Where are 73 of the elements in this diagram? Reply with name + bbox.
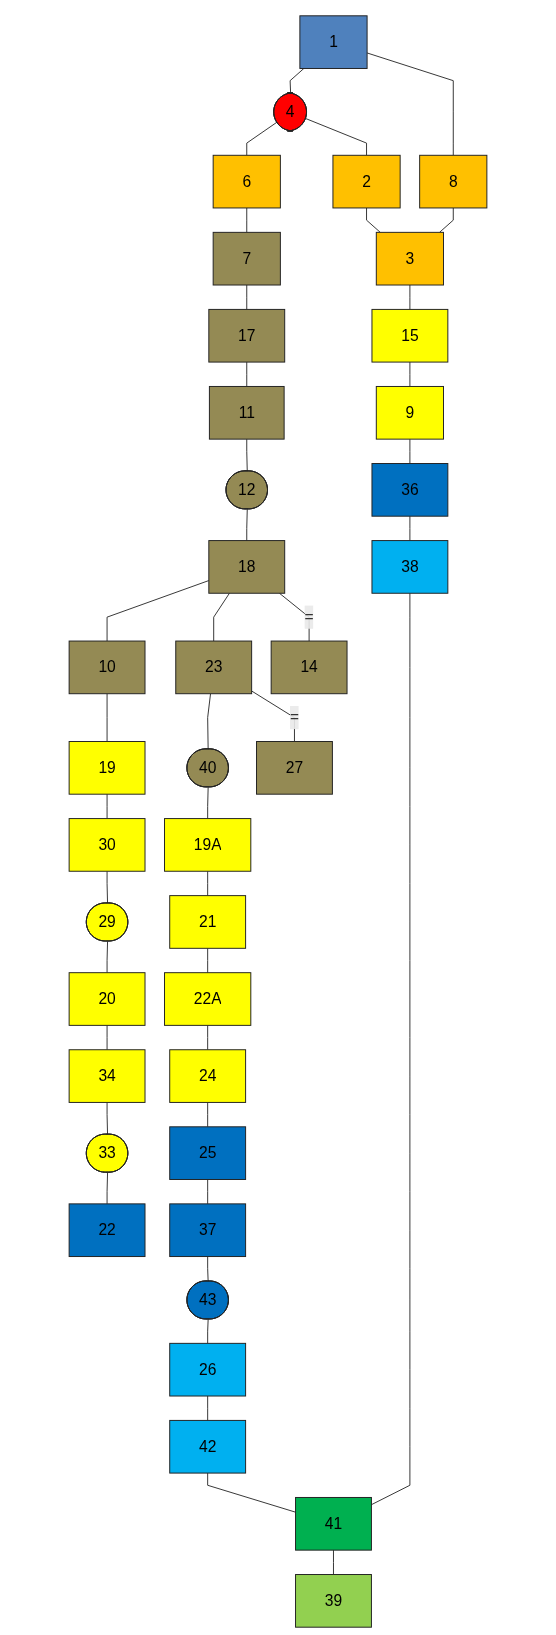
connector (106, 1172, 109, 1205)
connector (409, 515, 411, 542)
connector (106, 1024, 108, 1051)
connector (207, 1472, 297, 1513)
connector (106, 870, 109, 904)
node-box: 6 (212, 154, 281, 209)
node-box: 11 (208, 385, 285, 440)
connector (207, 870, 209, 897)
connector (333, 1549, 334, 1575)
connector (366, 52, 454, 156)
node-box: 10 (68, 640, 146, 695)
connector (106, 793, 108, 820)
edge-label: = (304, 608, 314, 625)
node-box: 22A (164, 972, 252, 1026)
connector (289, 68, 305, 94)
connector (251, 690, 295, 742)
node-box: 19 (68, 741, 146, 795)
connector (409, 361, 411, 387)
node-box: 27 (256, 741, 333, 795)
connector (305, 118, 368, 156)
node-box: 20 (68, 972, 146, 1026)
edge-label: = (289, 708, 300, 726)
connector (207, 1101, 209, 1128)
node-box: 42 (169, 1419, 247, 1474)
node-box: 14 (270, 640, 348, 695)
node-box: 24 (169, 1049, 247, 1103)
connector (439, 207, 454, 233)
connector (278, 592, 310, 642)
connector (246, 438, 248, 472)
connector (246, 284, 248, 310)
node-box: 19A (164, 818, 252, 872)
node-box: 39 (295, 1574, 372, 1628)
node-box: 8 (419, 154, 488, 209)
connector (207, 1318, 209, 1344)
connector (246, 207, 248, 233)
connector (106, 1101, 109, 1136)
node-box: 41 (295, 1497, 372, 1551)
connector (366, 207, 381, 233)
node-box: 17 (208, 308, 286, 363)
node-box: 36 (371, 463, 449, 517)
connector (370, 592, 411, 1506)
connector (106, 580, 210, 642)
node-box: 9 (375, 385, 444, 440)
node-box: 18 (208, 540, 286, 594)
connector (213, 592, 230, 642)
node-box: 38 (371, 540, 449, 594)
node-box: 25 (169, 1126, 247, 1180)
node-box: 1 (299, 15, 368, 69)
node-box: 15 (371, 308, 449, 363)
connector (246, 121, 278, 156)
node-box: 23 (175, 640, 253, 695)
connector (207, 693, 212, 750)
node-box: 22 (68, 1203, 146, 1258)
node-box: 3 (375, 231, 444, 286)
node-box: 26 (169, 1342, 247, 1397)
node-box: 34 (68, 1049, 146, 1103)
connector (207, 1024, 209, 1051)
node-box: 21 (169, 895, 247, 949)
node-box: 2 (332, 154, 401, 209)
connector (409, 284, 411, 310)
connector (246, 361, 248, 387)
connector (207, 1179, 209, 1205)
connector (207, 1256, 209, 1282)
connector (207, 947, 209, 974)
connector (409, 438, 411, 464)
node-box: 37 (169, 1203, 247, 1258)
node-box: 30 (68, 818, 146, 872)
connector (246, 508, 248, 542)
connector (207, 1395, 209, 1421)
connector (207, 786, 209, 820)
node-box: 7 (212, 231, 281, 286)
connector (106, 693, 108, 742)
connector (106, 941, 109, 974)
